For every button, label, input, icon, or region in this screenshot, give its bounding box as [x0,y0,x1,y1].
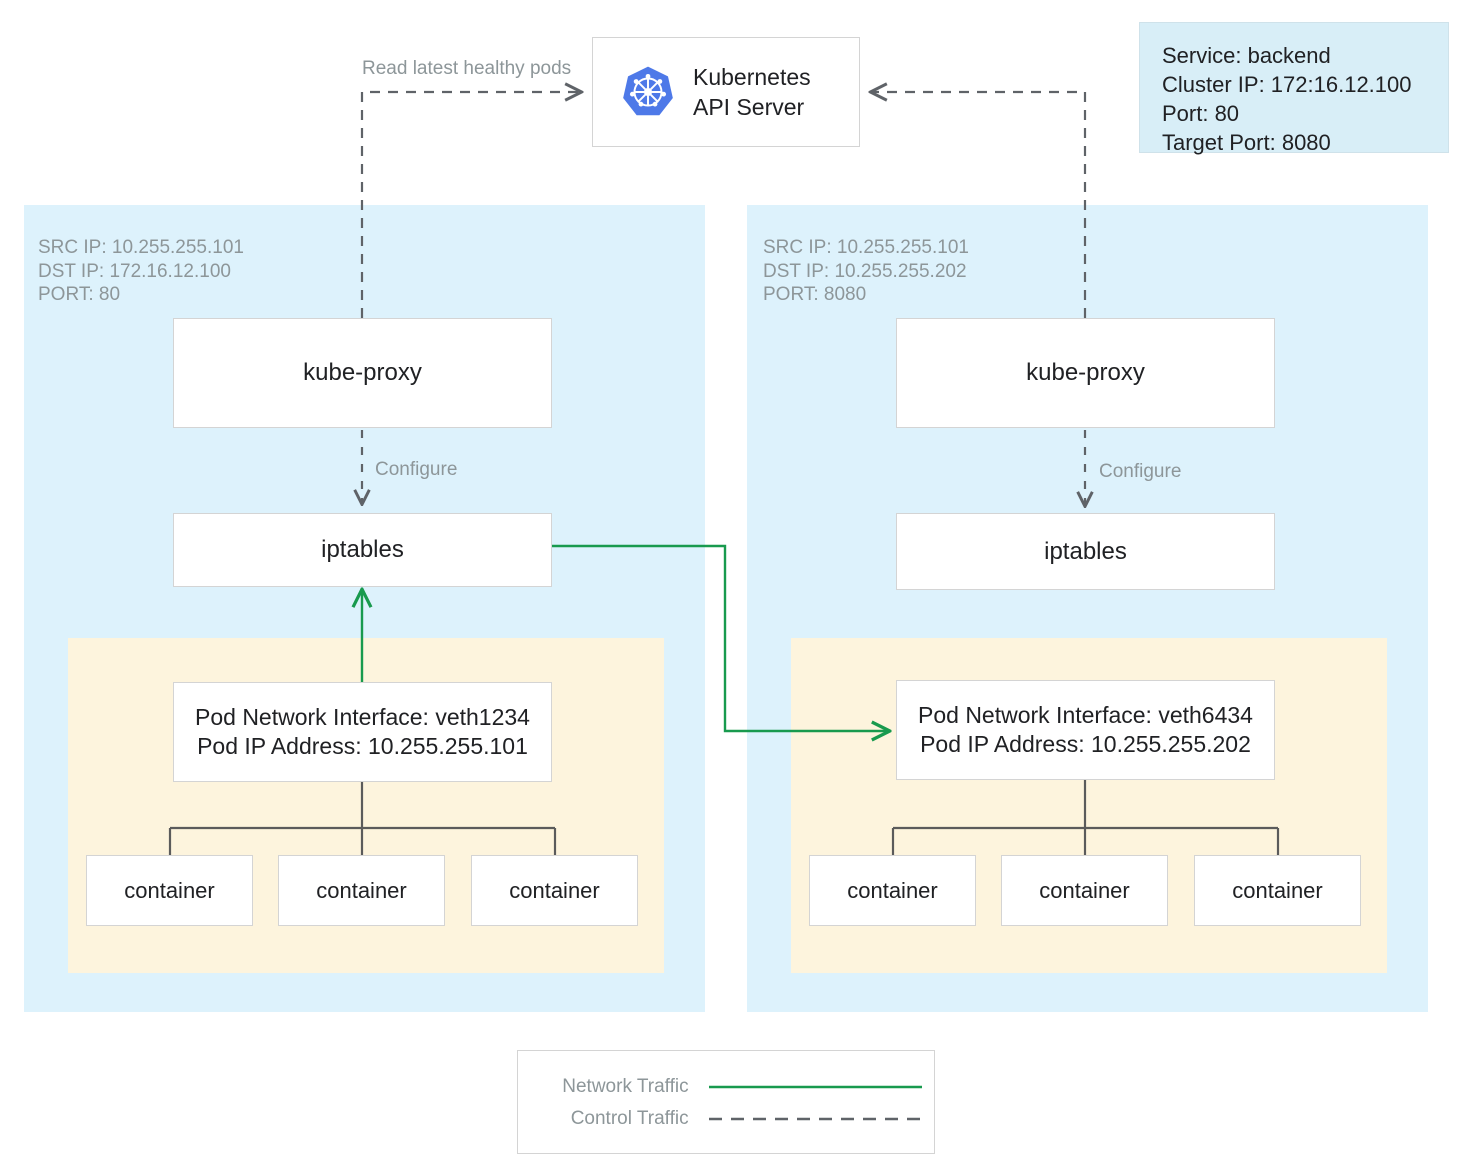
kube-proxy-box-left[interactable]: kube-proxy [173,318,552,428]
edge-label-configure-left: Configure [375,459,458,480]
pod-network-interface-box-right[interactable]: Pod Network Interface: veth6434 Pod IP A… [896,680,1275,780]
kube-proxy-box-right[interactable]: kube-proxy [896,318,1275,428]
kubernetes-logo-icon [623,66,673,116]
pod-ip-address-right: Pod IP Address: 10.255.255.202 [920,731,1251,757]
legend-swatch-dashed-line [708,1117,922,1121]
legend-box: Network Traffic Control Traffic [517,1050,935,1154]
service-info-box: Service: backend Cluster IP: 172:16.12.1… [1139,22,1449,155]
api-server-title: Kubernetes API Server [693,64,811,120]
edge-label-read-pods: Read latest healthy pods [362,58,572,79]
pod-ip-address-left: Pod IP Address: 10.255.255.101 [197,733,528,759]
container-box[interactable]: container [86,855,253,926]
container-box[interactable]: container [1001,855,1168,926]
edge-label-configure-right: Configure [1099,461,1182,482]
packet-label-right: SRC IP: 10.255.255.101 DST IP: 10.255.25… [763,237,969,305]
pod-interface-name-left: Pod Network Interface: veth1234 [195,704,530,730]
container-box[interactable]: container [278,855,445,926]
legend-row-network: Network Traffic [532,1076,922,1098]
legend-swatch-solid-line [708,1085,922,1089]
container-box[interactable]: container [809,855,976,926]
iptables-box-left[interactable]: iptables [173,513,552,587]
pod-interface-name-right: Pod Network Interface: veth6434 [918,702,1253,728]
packet-label-left: SRC IP: 10.255.255.101 DST IP: 172.16.12… [38,237,244,305]
container-box[interactable]: container [1194,855,1361,926]
legend-label-control: Control Traffic [570,1108,689,1129]
legend-label-network: Network Traffic [562,1076,689,1097]
iptables-box-right[interactable]: iptables [896,513,1275,590]
kubernetes-api-server-box[interactable]: Kubernetes API Server [592,37,860,147]
legend-row-control: Control Traffic [532,1108,922,1130]
container-box[interactable]: container [471,855,638,926]
pod-network-interface-box-left[interactable]: Pod Network Interface: veth1234 Pod IP A… [173,682,552,782]
